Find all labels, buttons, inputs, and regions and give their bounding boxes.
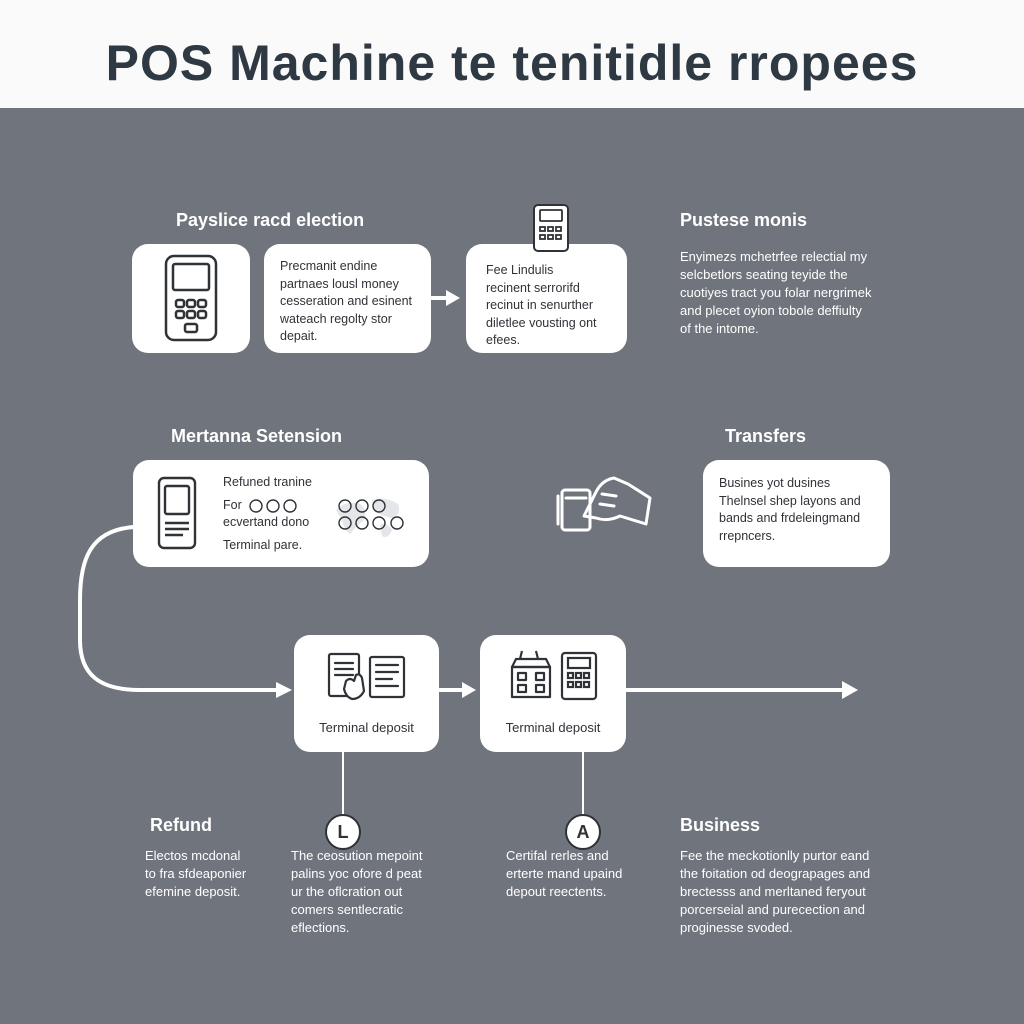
mertanna-heading: Mertanna Setension [171, 426, 343, 446]
mertanna-card-line4: Terminal pare. [223, 538, 303, 552]
marker-l-text: The ceosution mepoint palins yoc ofore d… [291, 848, 423, 935]
receipt-hand-icon [327, 652, 406, 701]
pos-terminal-icon [164, 254, 218, 342]
pustese-heading: Pustese monis [680, 210, 808, 230]
pustese-text: Enyimezs mchetrfee relectial my selcbetl… [680, 249, 872, 336]
mertanna-card-line1: Refuned tranine [223, 475, 312, 489]
arrow-loop-to-terminal1 [78, 525, 280, 692]
refund-terminal-card: Refuned tranine For ecvertand dono Termi… [133, 460, 429, 567]
coin-icon [249, 499, 404, 530]
payslice-card-text: Precmanit endine partnaes lousl money ce… [280, 259, 413, 343]
terminal-deposit-card-1: Terminal deposit [294, 635, 439, 752]
store-icon [510, 650, 598, 701]
card-payment-hand-icon [556, 476, 652, 532]
header-bar: POS Machine te tenitidle rropees [0, 0, 1024, 108]
fee-card-text: Fee Lindulis recinent serrorifd recinut … [486, 263, 597, 347]
pos-terminal-card [132, 244, 250, 353]
terminal-deposit-label-1: Terminal deposit [319, 720, 414, 735]
payslice-text-card: Precmanit endine partnaes lousl money ce… [264, 244, 431, 353]
mertanna-card-line3: ecvertand dono [223, 515, 310, 529]
marker-a: A [565, 814, 601, 850]
payslice-heading: Payslice racd election [176, 210, 365, 230]
transfers-heading: Transfers [725, 426, 807, 446]
marker-a-text: Certifal rerles and erterte mand upaind … [506, 848, 623, 899]
mertanna-card-line2: For [223, 498, 242, 512]
handheld-terminal-icon [157, 476, 197, 550]
terminal-deposit-card-2: Terminal deposit [480, 635, 626, 752]
terminal-deposit-label-2: Terminal deposit [505, 720, 601, 735]
handheld-pos-icon [533, 204, 569, 252]
transfers-card-text: Busines yot dusines Thelnsel shep layons… [719, 476, 861, 543]
fee-card: Fee Lindulis recinent serrorifd recinut … [466, 244, 627, 353]
business-text: Fee the meckotionlly purtor eand the foi… [680, 848, 871, 935]
page-title: POS Machine te tenitidle rropees [105, 35, 919, 91]
refund-heading: Refund [150, 815, 212, 835]
refund-text: Electos mcdonal to fra sfdeaponier efemi… [145, 848, 247, 899]
transfers-card: Busines yot dusines Thelnsel shep layons… [703, 460, 890, 567]
business-heading: Business [680, 815, 761, 835]
keypad-device-icon [560, 651, 598, 701]
marker-l: L [325, 814, 361, 850]
